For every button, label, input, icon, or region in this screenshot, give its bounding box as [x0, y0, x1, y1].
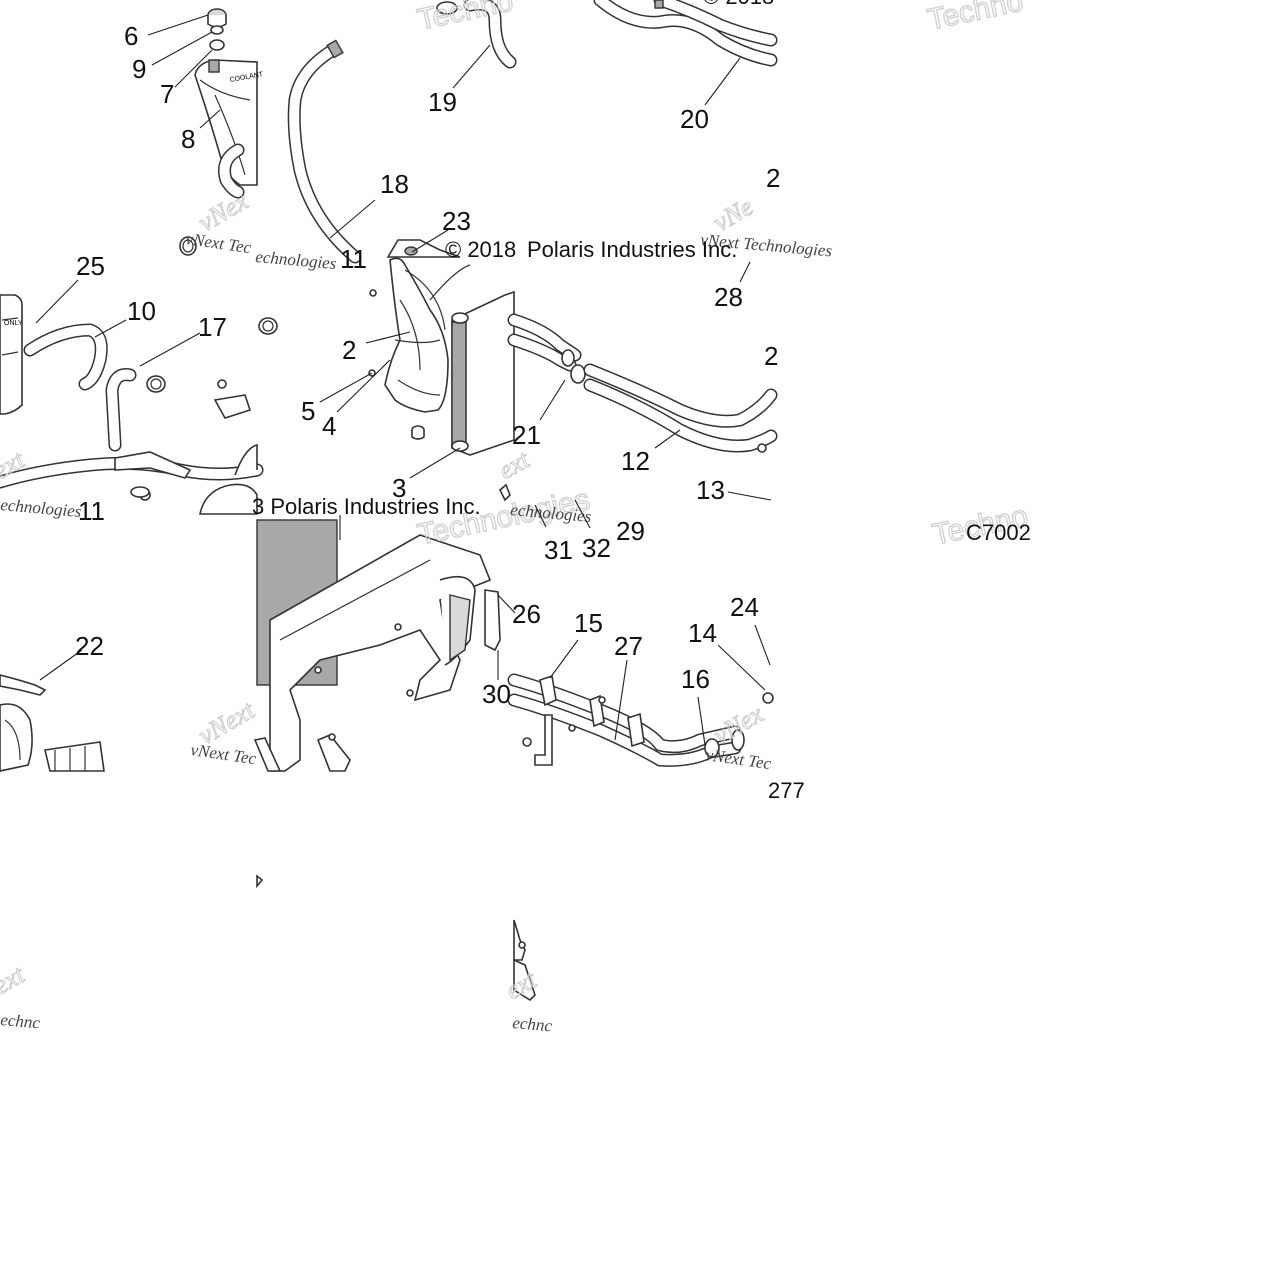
bracket-22-group [0, 674, 105, 772]
fragment-10 [256, 874, 264, 889]
callout-partial-bottom-right: 277 [768, 778, 805, 803]
callout-numbers: 6 9 7 8 19 20 18 23 25 10 17 2 5 4 3 28 … [75, 21, 805, 803]
callout-6: 6 [124, 21, 138, 51]
figure-id: C7002 [966, 520, 1031, 545]
callout-9: 9 [132, 54, 146, 84]
callout-4: 4 [322, 411, 336, 441]
callout-5: 5 [301, 396, 315, 426]
callout-25: 25 [76, 251, 105, 281]
credits: © 2018 © 2018 Polaris Industries Inc. 3 … [252, 0, 1031, 545]
callout-16: 16 [681, 664, 710, 694]
callout-2: 2 [342, 335, 356, 365]
callout-partial-mid-right: 2 [764, 341, 778, 371]
callout-11-partial: 11 [340, 244, 367, 274]
svg-text:vNext Tec: vNext Tec [189, 740, 257, 768]
hose-20-group [593, 0, 778, 67]
svg-text:ext: ext [0, 960, 30, 1001]
svg-text:echnologies: echnologies [0, 495, 83, 521]
callout-19: 19 [428, 87, 457, 117]
svg-text:echnc: echnc [0, 1010, 41, 1032]
callout-partial-top-right: 2 [766, 163, 780, 193]
callout-30: 30 [482, 679, 511, 709]
copyright-b: 3 Polaris Industries Inc. [252, 494, 481, 519]
callout-32: 32 [582, 533, 611, 563]
callout-23: 23 [442, 206, 471, 236]
lower-pipe-group [507, 673, 774, 767]
callout-22: 22 [75, 631, 104, 661]
callout-15: 15 [574, 608, 603, 638]
callout-10: 10 [127, 296, 156, 326]
svg-text:ONLY: ONLY [4, 320, 23, 327]
callout-26: 26 [512, 599, 541, 629]
hose-12-group [507, 313, 778, 453]
callout-29: 29 [616, 516, 645, 546]
copyright-top: © 2018 [703, 0, 774, 9]
copyright-a: © 2018 [445, 237, 516, 262]
callout-20: 20 [680, 104, 709, 134]
svg-text:vNext: vNext [194, 695, 260, 750]
callout-3: 3 [392, 473, 406, 503]
svg-text:vNext Tec: vNext Tec [704, 745, 772, 773]
upper-hose-group [287, 0, 517, 264]
svg-text:echnc: echnc [512, 1013, 554, 1035]
callout-14: 14 [688, 618, 717, 648]
callout-12: 12 [621, 446, 650, 476]
callout-24: 24 [730, 592, 759, 622]
callout-13: 13 [696, 475, 725, 505]
callout-8: 8 [181, 124, 195, 154]
callout-17: 17 [198, 312, 227, 342]
coolant-reservoir-group: COOLANT [179, 8, 264, 256]
callout-11: 11 [78, 496, 105, 526]
reservoir-lower-group: ONLY [0, 294, 264, 515]
svg-text:vNex: vNex [194, 186, 254, 237]
callout-21: 21 [512, 420, 541, 450]
svg-text:ext: ext [494, 445, 535, 486]
copyright-c: Polaris Industries Inc. [527, 237, 737, 262]
callout-31: 31 [544, 535, 573, 565]
fan-radiator-group [258, 257, 515, 502]
leader-lines [35, 14, 772, 746]
svg-text:ext: ext [501, 965, 542, 1006]
fragment-11 [513, 919, 536, 1002]
callout-7: 7 [160, 79, 174, 109]
shroud-panel-group [253, 515, 501, 772]
callout-28: 28 [714, 282, 743, 312]
svg-text:vNext Tec: vNext Tec [184, 229, 252, 257]
callout-27: 27 [614, 631, 643, 661]
svg-text:echnologies: echnologies [255, 247, 338, 273]
callout-18: 18 [380, 169, 409, 199]
